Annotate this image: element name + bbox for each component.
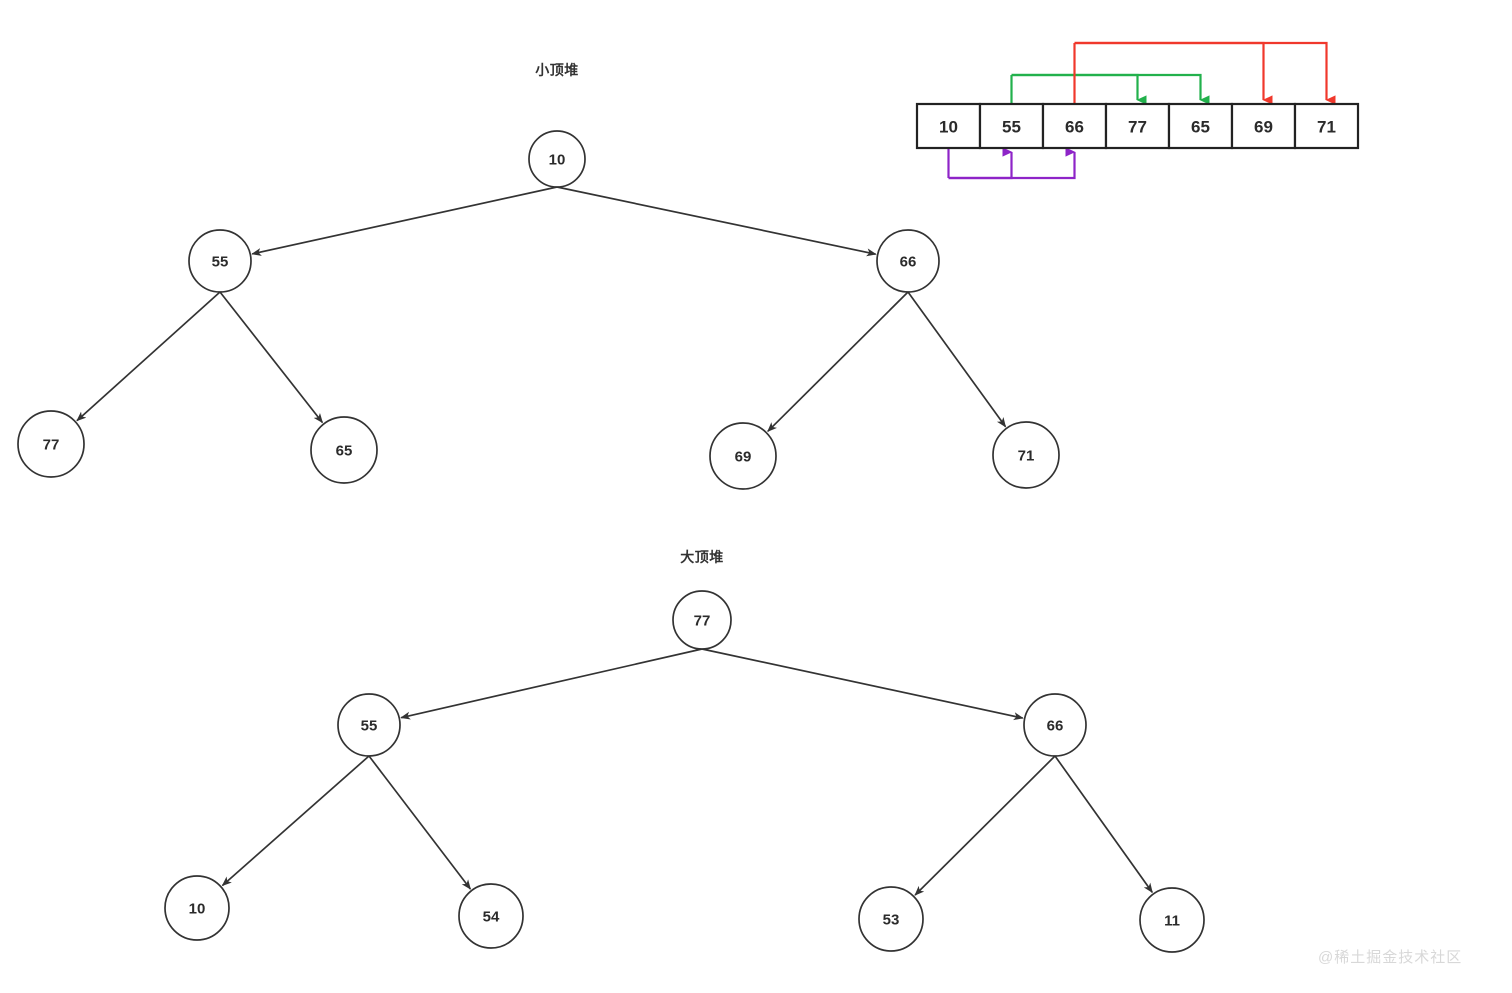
tree-edge (907, 291, 1007, 428)
node-value-label: 66 (900, 254, 917, 271)
tree-edge (219, 291, 324, 424)
node-value-label: 53 (883, 912, 900, 929)
tree-edge (221, 755, 370, 887)
node-circle (164, 875, 230, 941)
node-circle (1139, 887, 1205, 953)
tree-node-max-11: 11 (1139, 887, 1205, 953)
array-cell-2: 66 (1041, 102, 1108, 150)
tree-node-max-53: 53 (858, 886, 924, 952)
tree-node-min-69: 69 (709, 422, 777, 490)
node-value-label: 54 (483, 909, 500, 926)
node-circle (709, 422, 777, 490)
array-cell-box (1104, 102, 1171, 150)
tree-edge (76, 291, 221, 422)
node-circle (992, 421, 1060, 489)
tree-node-min-55: 55 (188, 229, 252, 293)
node-value-label: 69 (735, 449, 752, 466)
max-heap-edges (221, 648, 1153, 896)
tree-node-max-55: 55 (337, 693, 401, 757)
array-cell-value: 69 (1254, 118, 1273, 137)
node-value-label: 71 (1018, 448, 1035, 465)
node-value-label: 55 (361, 718, 378, 735)
array-pointer-arrows (947, 41, 1336, 180)
tree-node-min-10: 10 (528, 130, 586, 188)
pointer-arrow (1074, 41, 1273, 105)
array-cell-3: 77 (1104, 102, 1171, 150)
array-cell-4: 65 (1167, 102, 1234, 150)
array-cell-box (915, 102, 982, 150)
node-circle (337, 693, 401, 757)
tree-node-max-54: 54 (458, 883, 524, 949)
node-value-label: 10 (189, 901, 206, 918)
tree-node-max-66: 66 (1023, 693, 1087, 757)
min-heap-title: 小顶堆 (535, 62, 579, 78)
node-value-label: 65 (336, 443, 353, 460)
max-heap-title: 大顶堆 (680, 549, 724, 565)
tree-node-max-10: 10 (164, 875, 230, 941)
array-cell-value: 71 (1317, 118, 1336, 137)
node-circle (1023, 693, 1087, 757)
array-cell-1: 55 (978, 102, 1045, 150)
node-value-label: 77 (694, 613, 711, 630)
array-cell-box (1293, 102, 1360, 150)
min-heap-edges (76, 186, 1007, 433)
min-heap-nodes: 10 55 66 77 65 69 71 (17, 130, 1060, 490)
pointer-arrow (948, 147, 1013, 180)
array-cell-value: 77 (1128, 118, 1147, 137)
tree-edge (914, 755, 1056, 896)
array-cell-value: 10 (939, 118, 958, 137)
array-cell-box (1041, 102, 1108, 150)
array-cell-box (1167, 102, 1234, 150)
tree-node-min-77: 77 (17, 410, 85, 478)
node-circle (858, 886, 924, 952)
tree-node-min-71: 71 (992, 421, 1060, 489)
node-circle (876, 229, 940, 293)
tree-edge (400, 648, 703, 720)
node-value-label: 10 (549, 152, 566, 169)
node-circle (188, 229, 252, 293)
node-value-label: 66 (1047, 718, 1064, 735)
node-value-label: 55 (212, 254, 229, 271)
array-cell-6: 71 (1293, 102, 1360, 150)
pointer-arrow (948, 147, 1076, 180)
tree-edge (767, 291, 909, 433)
tree-node-max-77: 77 (672, 590, 732, 650)
node-circle (528, 130, 586, 188)
node-circle (17, 410, 85, 478)
array-cell-value: 66 (1065, 118, 1084, 137)
tree-edge (251, 186, 558, 256)
array-cell-0: 10 (915, 102, 982, 150)
tree-edge (368, 755, 472, 890)
array-cells: 10 55 66 77 65 69 71 (915, 102, 1360, 150)
array-cell-value: 55 (1002, 118, 1021, 137)
pointer-arrow (1011, 73, 1210, 105)
array-cell-box (978, 102, 1045, 150)
array-cell-box (1230, 102, 1297, 150)
node-circle (672, 590, 732, 650)
node-value-label: 77 (43, 437, 60, 454)
tree-node-min-65: 65 (310, 416, 378, 484)
node-circle (458, 883, 524, 949)
pointer-arrow (1074, 41, 1336, 105)
node-value-label: 11 (1164, 913, 1180, 930)
array-cell-5: 69 (1230, 102, 1297, 150)
tree-edge (701, 648, 1024, 721)
watermark-label: @稀土掘金技术社区 (1318, 949, 1463, 966)
tree-edge (556, 186, 877, 257)
array-cell-value: 65 (1191, 118, 1210, 137)
tree-edge (1054, 755, 1153, 894)
tree-node-min-66: 66 (876, 229, 940, 293)
node-circle (310, 416, 378, 484)
max-heap-nodes: 77 55 66 10 54 53 11 (164, 590, 1205, 953)
